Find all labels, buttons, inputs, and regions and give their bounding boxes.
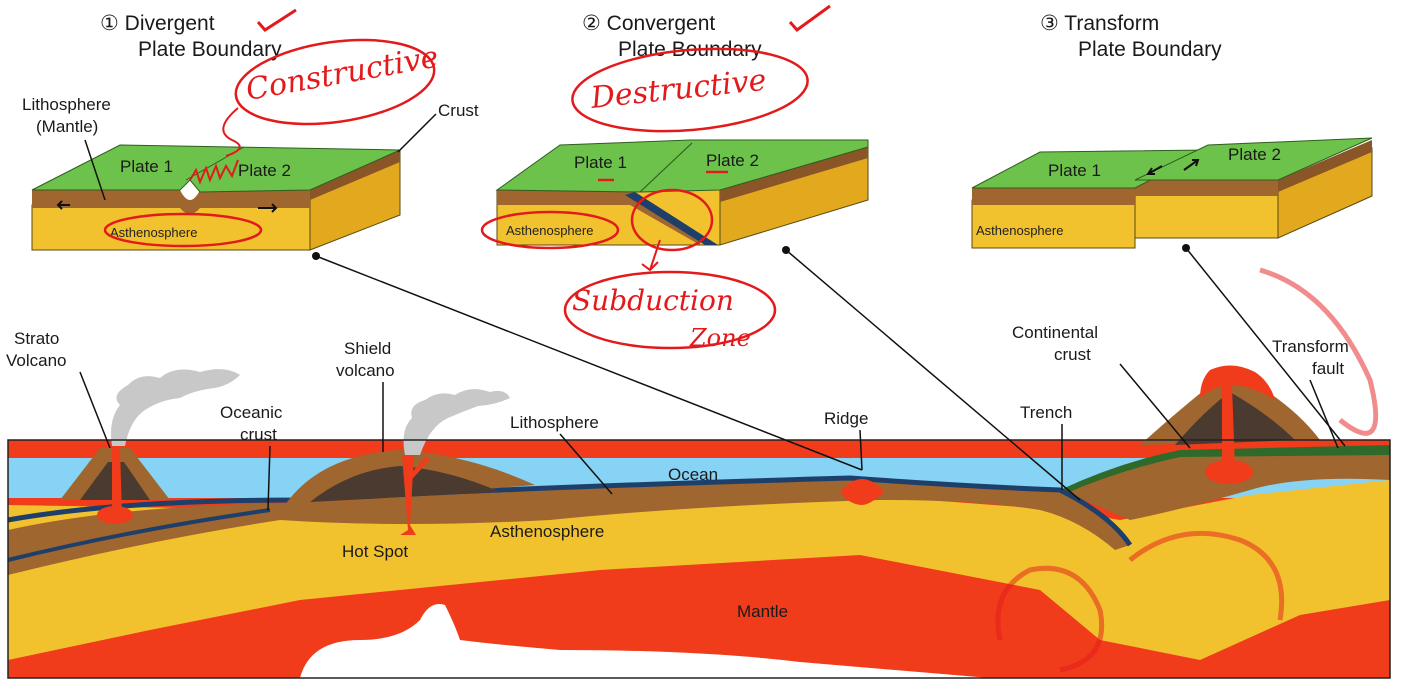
- lithosphere-label-line2: (Mantle): [36, 117, 98, 136]
- hot-spot-label: Hot Spot: [342, 542, 408, 561]
- divergent-title: ① Divergent Plate Boundary: [100, 12, 282, 61]
- continental-label-line1: Continental: [1012, 323, 1098, 342]
- transform-plate2: Plate 2: [1228, 145, 1281, 164]
- strato-leader: [80, 372, 110, 448]
- convergent-block: Plate 1 Plate 2 Asthenosphere: [497, 140, 868, 245]
- oceanic-label-line2: crust: [240, 425, 277, 444]
- divergent-asthenosphere: Asthenosphere: [110, 225, 197, 240]
- convergent-plate2: Plate 2: [706, 151, 759, 170]
- convergent-asthenosphere: Asthenosphere: [506, 223, 593, 238]
- oceanic-label-line1: Oceanic: [220, 403, 283, 422]
- trench-label: Trench: [1020, 403, 1072, 422]
- divergent-block: Plate 1 Plate 2 Asthenosphere: [32, 145, 400, 250]
- svg-text:① Divergent: ① Divergent: [100, 12, 215, 35]
- lithosphere-section-label: Lithosphere: [510, 413, 599, 432]
- convergent-title-line1: Convergent: [607, 12, 716, 35]
- convergent-plate1: Plate 1: [574, 153, 627, 172]
- transform-title-line1: Transform: [1064, 12, 1159, 35]
- cross-section: [8, 365, 1390, 678]
- destructive-annotation: Destructive: [588, 63, 768, 116]
- convergent-title: ② Convergent Plate Boundary: [582, 12, 762, 61]
- divergent-number: ①: [100, 12, 119, 35]
- subduction-annotation-line2: Zone: [689, 324, 751, 352]
- ocean-label: Ocean: [668, 465, 718, 484]
- svg-text:② Convergent: ② Convergent: [582, 12, 715, 35]
- shield-label-line1: Shield: [344, 339, 391, 358]
- divergent-title-line1: Divergent: [125, 12, 215, 35]
- crust-label: Crust: [438, 101, 479, 120]
- transform-title-line2: Plate Boundary: [1078, 38, 1222, 61]
- ridge-label: Ridge: [824, 409, 868, 428]
- subduction-annotation-line1: Subduction: [572, 284, 734, 317]
- transform-asthenosphere: Asthenosphere: [976, 223, 1063, 238]
- transform-fault-label-line1: Transform: [1272, 337, 1349, 356]
- lithosphere-label-line1: Lithosphere: [22, 95, 111, 114]
- transform-number: ③: [1040, 12, 1059, 35]
- shield-label-line2: volcano: [336, 361, 395, 380]
- convergent-check-mark: [790, 6, 830, 30]
- mantle-label: Mantle: [737, 602, 788, 621]
- transform-title: ③ Transform Plate Boundary: [1040, 12, 1222, 61]
- divergent-plate2: Plate 2: [238, 161, 291, 180]
- crust-leader-line: [398, 114, 436, 152]
- strato-label-line1: Strato: [14, 329, 59, 348]
- divergent-title-line2: Plate Boundary: [138, 38, 282, 61]
- transform-block: Plate 1 Plate 2 Asthenosphere: [972, 138, 1372, 248]
- svg-text:③ Transform: ③ Transform: [1040, 12, 1159, 35]
- strato-label-line2: Volcano: [6, 351, 67, 370]
- transform-fault-label-line2: fault: [1312, 359, 1344, 378]
- asthenosphere-section-label: Asthenosphere: [490, 522, 604, 541]
- divergent-plate1: Plate 1: [120, 157, 173, 176]
- transform-plate1: Plate 1: [1048, 161, 1101, 180]
- divergent-check-mark: [258, 10, 296, 30]
- convergent-number: ②: [582, 12, 601, 35]
- continental-label-line2: crust: [1054, 345, 1091, 364]
